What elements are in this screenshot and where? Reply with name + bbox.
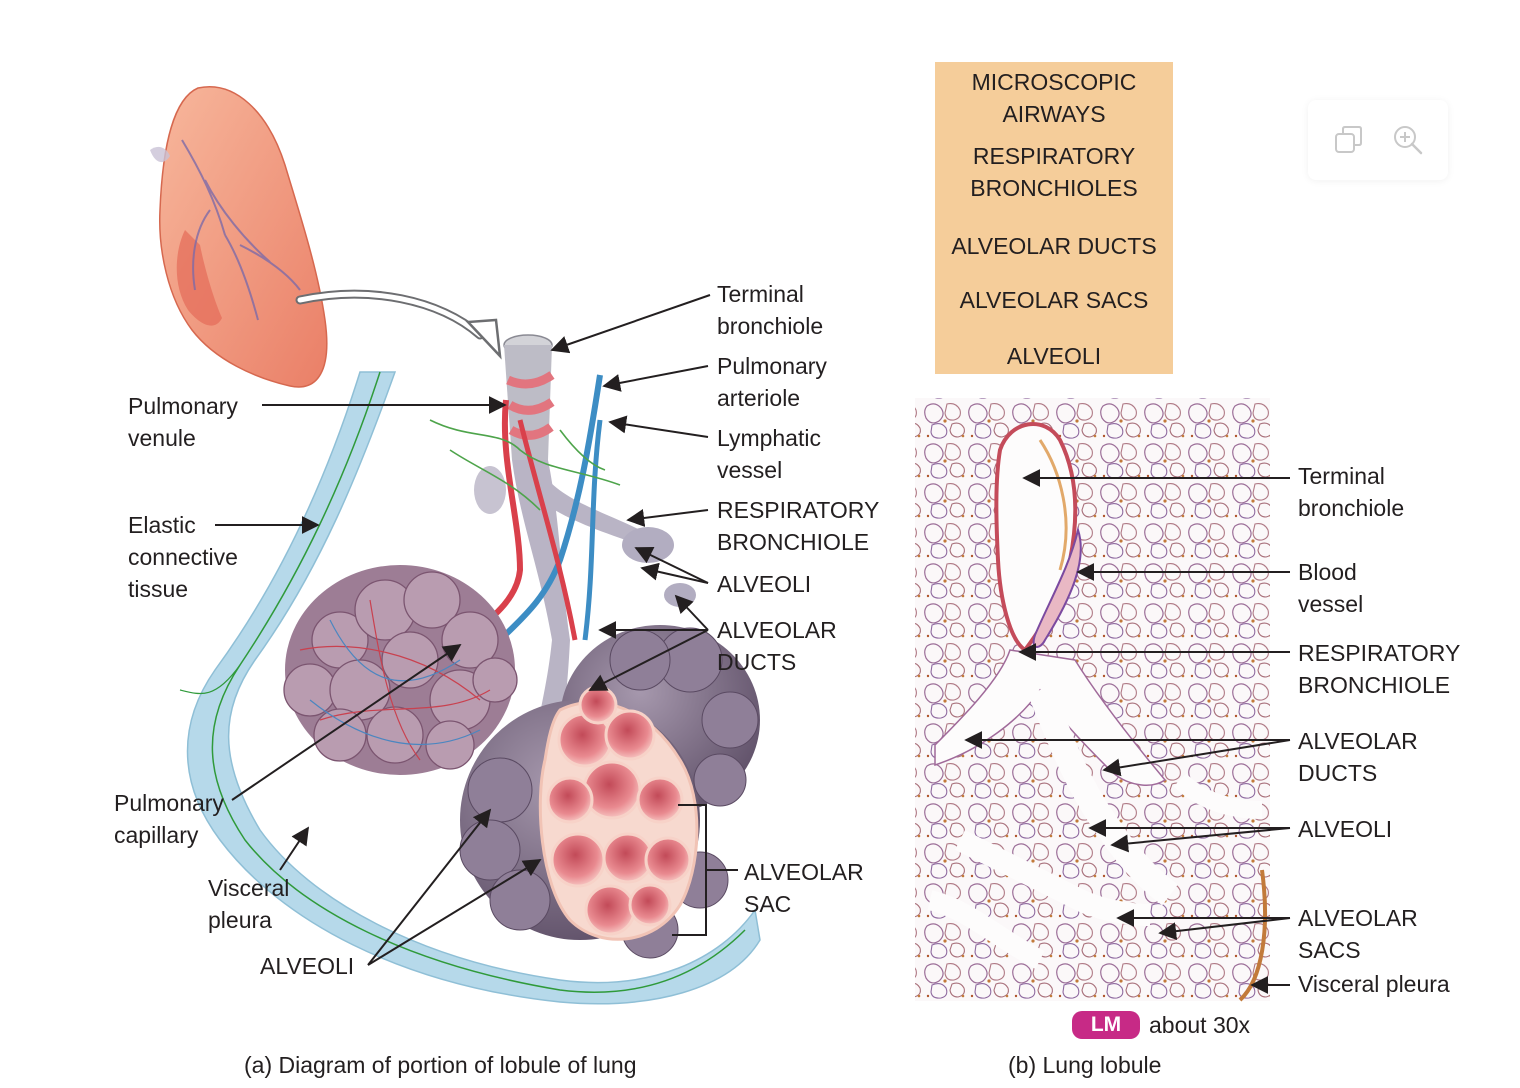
- lung-lobe: [150, 86, 328, 388]
- label-alveoli-bottom: ALVEOLI: [260, 953, 355, 979]
- caption-b: (b) Lung lobule: [1008, 1052, 1162, 1078]
- lung-micrograph: [915, 398, 1270, 1002]
- label-b-alveolar-sacs: ALVEOLAR SACS: [1298, 905, 1418, 963]
- label-alveoli-right: ALVEOLI: [717, 571, 812, 597]
- magnification-label: about 30x: [1149, 1012, 1251, 1038]
- label-alveolar-ducts: ALVEOLAR DUCTS: [717, 617, 837, 675]
- label-b-visceral-pleura: Visceral pleura: [1298, 971, 1450, 997]
- label-pulmonary-capillary: Pulmonary capillary: [114, 790, 224, 848]
- label-b-terminal-bronchiole: Terminal bronchiole: [1298, 463, 1405, 521]
- caption-a: (a) Diagram of portion of lobule of lung: [244, 1052, 637, 1078]
- label-alveolar-sac: ALVEOLAR SAC: [744, 859, 864, 917]
- flowchart-step: ALVEOLAR DUCTS: [951, 233, 1157, 259]
- alveolar-cluster-left: [283, 565, 518, 775]
- label-terminal-bronchiole: Terminal bronchiole: [717, 281, 824, 339]
- zoom-in-icon[interactable]: [1388, 120, 1428, 160]
- flowchart-step: ALVEOLAR SACS: [959, 287, 1149, 313]
- label-b-respiratory-bronchiole: RESPIRATORY BRONCHIOLE: [1298, 640, 1461, 698]
- visceral-pleura-band: [179, 371, 761, 1005]
- flowchart-box: [935, 62, 1173, 374]
- flowchart-step: RESPIRATORY BRONCHIOLES: [970, 143, 1138, 201]
- image-toolbar: [1308, 100, 1448, 180]
- label-b-blood-vessel: Blood vessel: [1298, 559, 1364, 617]
- label-pulmonary-arteriole: Pulmonary arteriole: [717, 353, 827, 411]
- flowchart-title: MICROSCOPIC AIRWAYS: [971, 69, 1137, 127]
- diagram-a-leaders: [215, 294, 738, 966]
- label-b-alveolar-ducts: ALVEOLAR DUCTS: [1298, 728, 1418, 786]
- label-lymphatic-vessel: Lymphatic vessel: [717, 425, 821, 483]
- label-respiratory-bronchiole: RESPIRATORY BRONCHIOLE: [717, 497, 880, 555]
- flowchart-step: ALVEOLI: [1006, 343, 1102, 369]
- label-b-alveoli: ALVEOLI: [1298, 816, 1393, 842]
- label-elastic-connective-tissue: Elastic connective tissue: [128, 512, 238, 602]
- lm-badge: LM: [1072, 1011, 1140, 1039]
- micrograph-leaders: [964, 469, 1291, 994]
- label-pulmonary-venule: Pulmonary venule: [128, 393, 238, 451]
- alveolar-sac-right: [459, 625, 760, 959]
- duplicate-icon[interactable]: [1330, 120, 1370, 160]
- label-visceral-pleura: Visceral pleura: [208, 875, 290, 933]
